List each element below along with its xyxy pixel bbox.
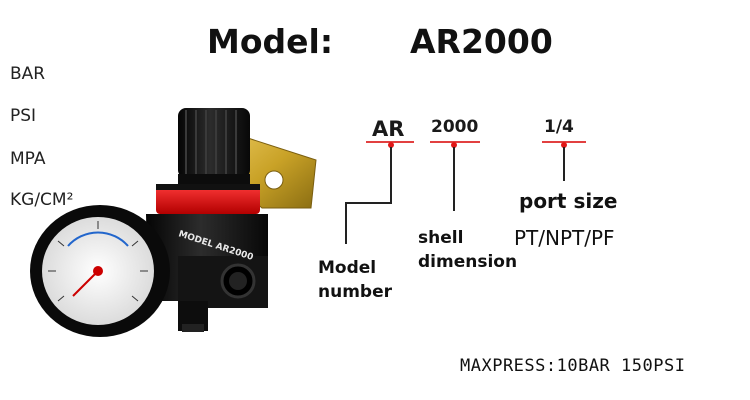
port-size-label: port size	[519, 189, 618, 213]
adjusting-knob	[178, 108, 250, 184]
size-marker-dot	[451, 142, 457, 148]
pressure-gauge	[30, 205, 170, 337]
red-ring	[156, 184, 260, 214]
shell-dimension-label: shell dimension	[418, 226, 517, 274]
regulator-body: MODEL AR2000	[146, 214, 268, 332]
title-prefix: Model:	[207, 22, 334, 61]
port-marker-dot	[561, 142, 567, 148]
max-pressure-text: MAXPRESS:10BAR 150PSI	[460, 356, 686, 376]
title-model: AR2000	[410, 22, 553, 61]
series-connector-top	[390, 147, 392, 203]
unit-mpa: MPA	[10, 149, 46, 169]
series-connector-horizontal	[345, 202, 392, 204]
series-marker-dot	[388, 142, 394, 148]
unit-bar: BAR	[10, 64, 46, 84]
series-connector-bottom	[345, 202, 347, 244]
shell-label-line2: dimension	[418, 252, 518, 272]
code-port: 1/4	[544, 117, 574, 137]
model-label-line1: Model	[318, 258, 377, 278]
code-series: AR	[372, 117, 405, 141]
port-connector	[563, 147, 565, 181]
regulator-product-image: MODEL AR2000	[30, 108, 317, 337]
model-label-line2: number	[318, 282, 393, 302]
unit-psi: PSI	[10, 106, 37, 126]
model-number-label: Model number	[318, 256, 392, 304]
size-connector	[453, 147, 455, 211]
shell-label-line1: shell	[418, 228, 464, 248]
unit-kgcm2: KG/CM²	[10, 190, 74, 210]
port-types-label: PT/NPT/PF	[514, 226, 615, 250]
code-size: 2000	[431, 117, 479, 137]
